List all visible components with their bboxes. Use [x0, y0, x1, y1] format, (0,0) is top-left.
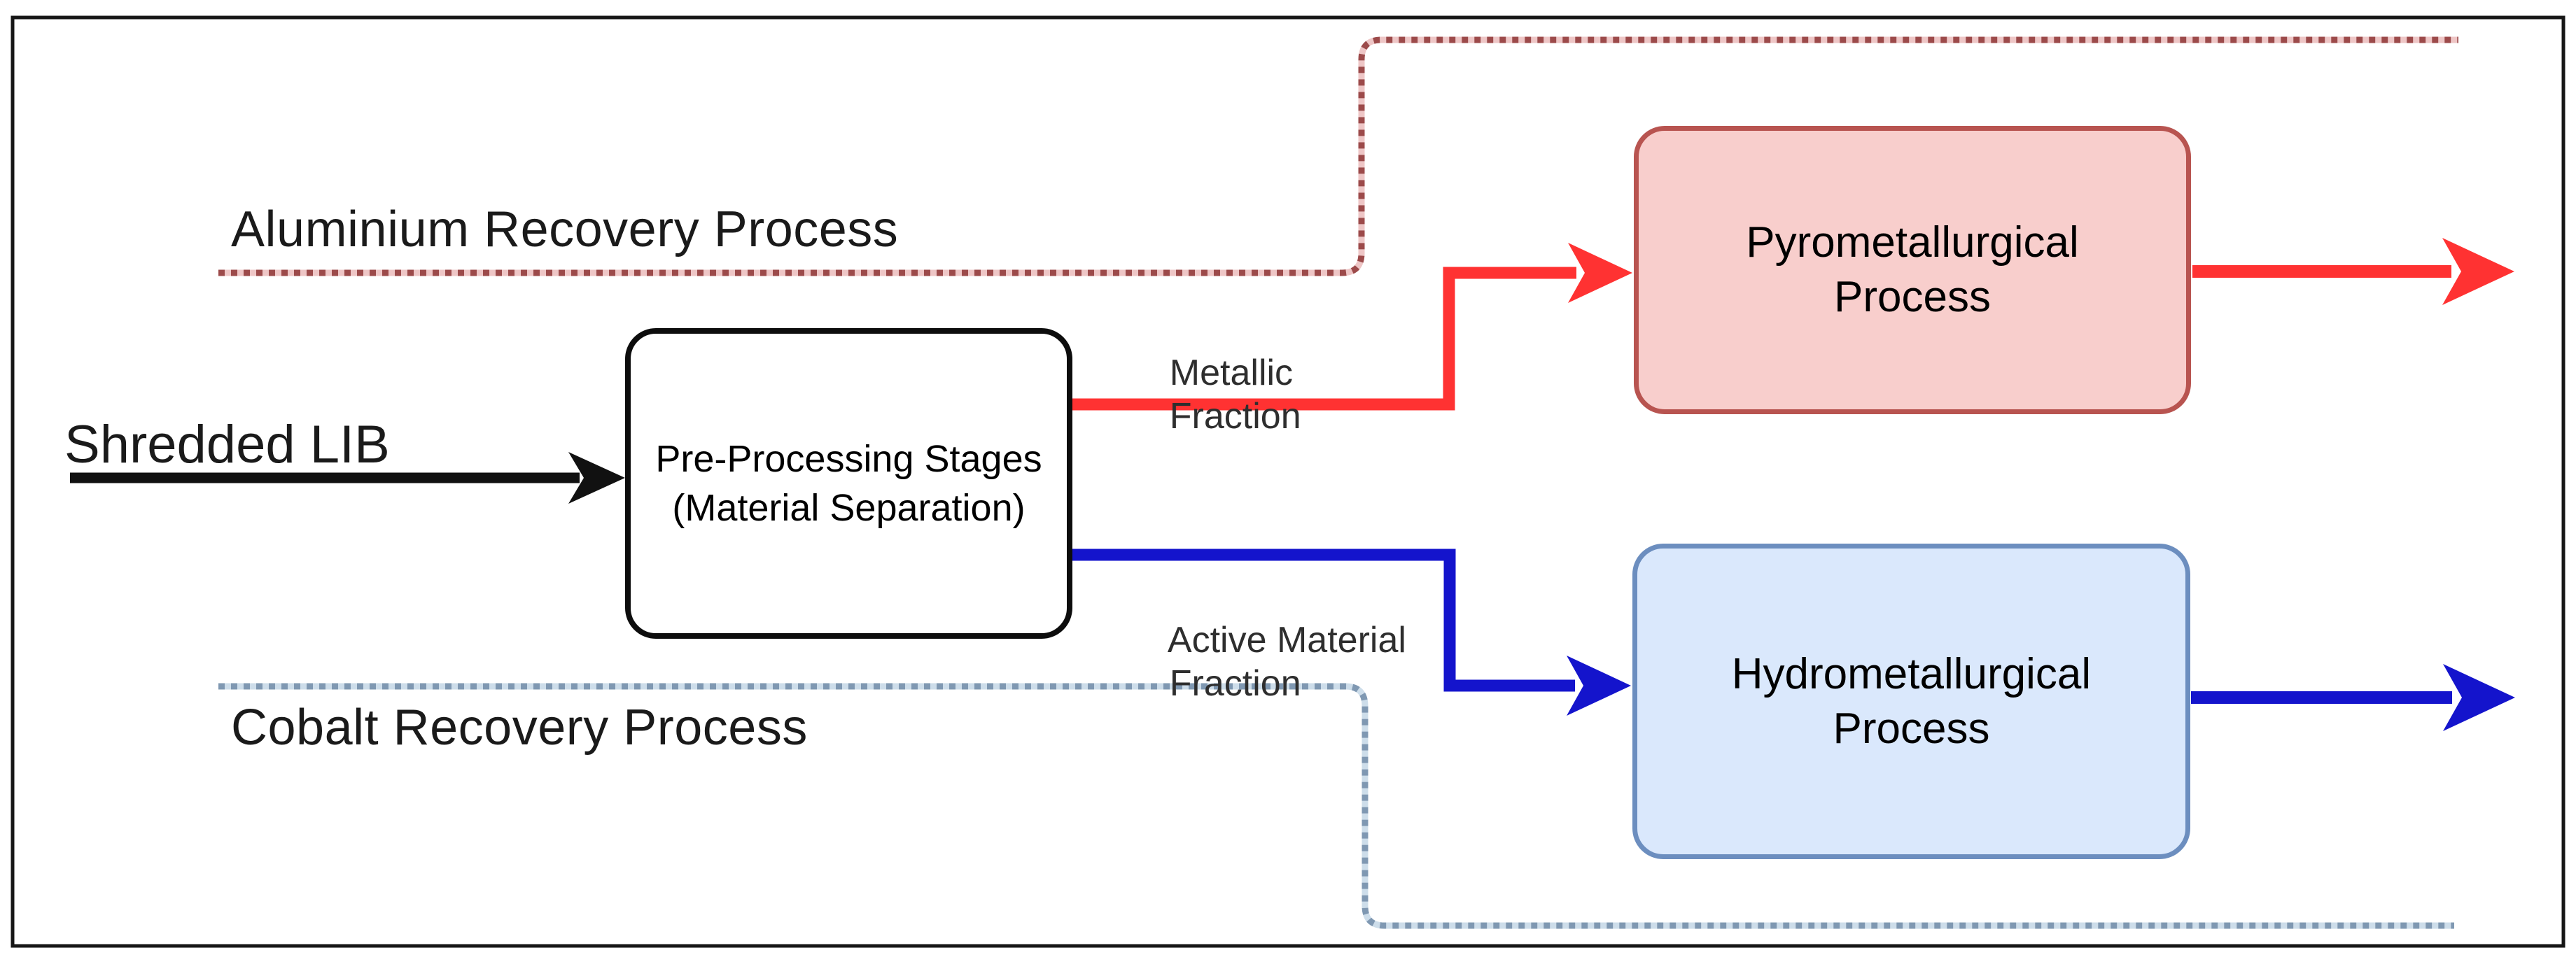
figure-border	[10, 15, 2566, 948]
metallic-fraction-connector	[1072, 243, 1632, 411]
preprocessing-node: Pre-Processing Stages (Material Separati…	[625, 328, 1072, 639]
active-connector-line	[1072, 549, 1575, 692]
hydro-output-arrow	[2191, 664, 2515, 731]
metallic-fraction-line1: Metallic	[1169, 353, 1294, 393]
aluminium-region-label: Aluminium Recovery Process	[231, 201, 899, 257]
pyrometallurgical-node: Pyrometallurgical Process	[1634, 126, 2191, 414]
hydro-output-arrow-head	[2443, 664, 2515, 731]
pyro-output-arrow	[2192, 238, 2514, 305]
active-connector-arrow-head	[1567, 656, 1631, 716]
active-material-fraction-label: Active Material Fraction	[1129, 575, 1406, 749]
hydrometallurgical-node-line1: Hydrometallurgical	[1731, 649, 2092, 698]
red-dotted-path-light	[218, 36, 2458, 276]
hydrometallurgical-node: Hydrometallurgical Process	[1632, 544, 2190, 859]
active-fraction-connector	[1072, 549, 1631, 716]
input-arrow-head	[568, 452, 625, 504]
pyro-output-arrow-head	[2442, 238, 2514, 305]
hydrometallurgical-node-line2: Process	[1833, 704, 1990, 753]
pyrometallurgical-node-line2: Process	[1834, 273, 1991, 321]
input-arrow	[70, 452, 625, 504]
metallic-fraction-label: Metallic Fraction	[1129, 308, 1301, 481]
cobalt-region-boundary	[218, 683, 2454, 929]
metallic-fraction-line2: Fraction	[1169, 396, 1301, 437]
preprocessing-node-line2: (Material Separation)	[672, 487, 1026, 529]
metallic-connector-arrow-head	[1568, 243, 1632, 303]
blue-dotted-path-dark	[218, 683, 2454, 929]
shredded-lib-label: Shredded LIB	[64, 415, 390, 474]
preprocessing-node-line1: Pre-Processing Stages	[655, 438, 1042, 480]
active-material-fraction-line2: Fraction	[1169, 663, 1301, 704]
cobalt-region-label: Cobalt Recovery Process	[231, 700, 808, 756]
metallic-connector-line	[1072, 267, 1576, 411]
red-dotted-path-dark	[218, 36, 2458, 276]
aluminium-region-boundary	[218, 36, 2458, 276]
pyrometallurgical-node-line1: Pyrometallurgical	[1746, 218, 2079, 267]
blue-dotted-path-light	[218, 683, 2454, 929]
active-material-fraction-line1: Active Material	[1167, 620, 1406, 660]
